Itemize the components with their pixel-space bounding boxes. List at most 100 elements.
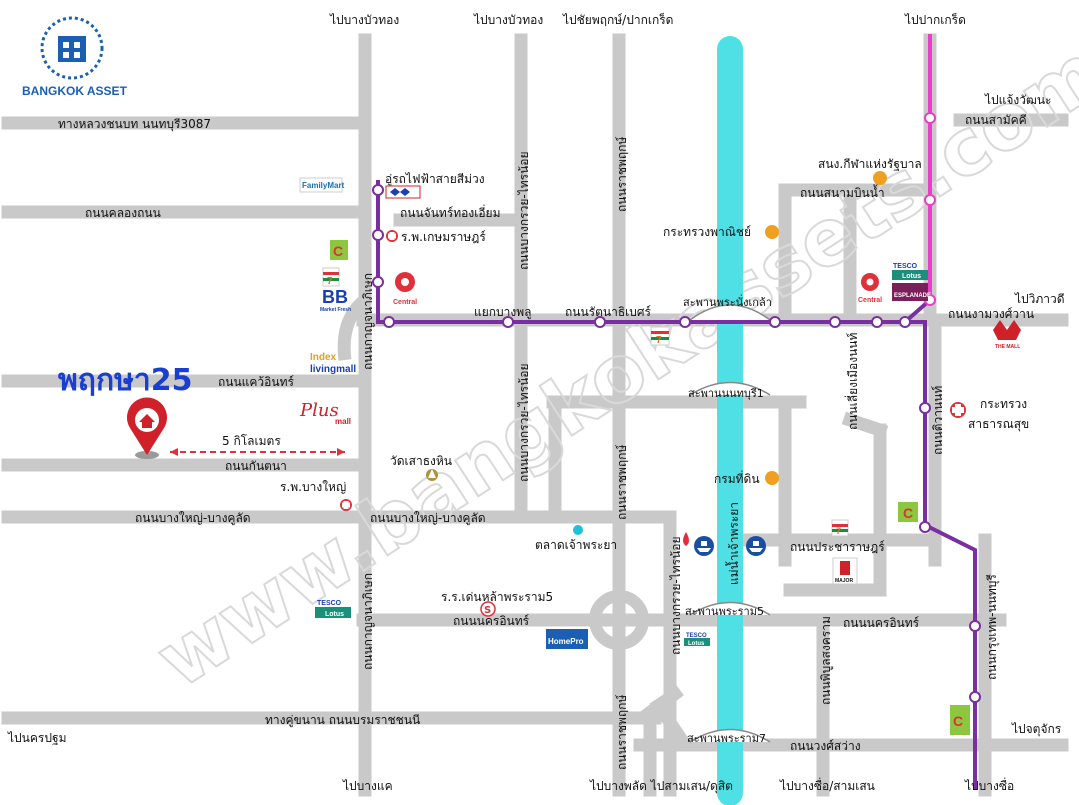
hospital-cross-icon — [340, 499, 352, 511]
svg-text:HomePro: HomePro — [548, 637, 584, 646]
road-khaeinthon: ถนนแคว้อินทร์ — [218, 375, 294, 389]
road-krungthep-nonthaburi: ถนนกรุงเทพ-นนทบุรี — [985, 574, 1000, 680]
tesco-lotus-logo: TESCO Lotus — [684, 633, 710, 647]
road-ratchaphruek-3: ถนนราชพฤกษ์ — [615, 694, 629, 770]
to-nakhonpathom: ไปนครปฐม — [7, 731, 66, 745]
svg-text:TESCO: TESCO — [686, 633, 707, 639]
road-ngamwongwan: ถนนงามวงศ์วาน — [948, 307, 1034, 321]
plusmall-logo: Plus mall — [299, 400, 351, 426]
road-curves — [337, 294, 691, 749]
svg-text:C: C — [333, 243, 343, 259]
road-ratchaphruek-1: ถนนราชพฤกษ์ — [615, 136, 629, 212]
road-kanchanaphisek-1: ถนนกาญจนาภิเษก — [361, 273, 375, 370]
place-denla-school: ร.ร.เด่นหล้าพระราม5 — [441, 590, 553, 604]
road-labels: ไปบางบัวทอง ไปบางบัวทอง ไปชัยพฤกษ์/ปากเก… — [7, 12, 1065, 794]
svg-text:livingmall: livingmall — [310, 364, 356, 375]
orange-dot-icon — [765, 225, 779, 239]
svg-text:Central: Central — [858, 297, 882, 304]
roundabout — [589, 590, 649, 650]
hospital-cross-icon — [950, 402, 966, 418]
road-wongsawang: ถนนวงศ์สว่าง — [790, 739, 861, 753]
school-s-icon: S — [480, 601, 496, 617]
road-klongthanon: ถนนคลองถนน — [85, 206, 161, 220]
boat-pier-icon — [694, 536, 714, 556]
svg-text:THE MALL: THE MALL — [995, 344, 1020, 350]
svg-text:mall: mall — [335, 417, 351, 426]
bridge-rama5 — [689, 601, 771, 616]
road-kanthana: ถนนกันตนา — [225, 459, 287, 473]
seven-eleven-logo: 7 — [322, 267, 340, 287]
place-purple-depot: อู่รถไฟฟ้าสายสีม่วง — [385, 172, 485, 187]
road-nakhonin-w: ถนนนครอินทร์ — [453, 614, 530, 628]
to-chatuchak: ไปจตุจักร — [1011, 722, 1062, 737]
svg-text:MAJOR: MAJOR — [835, 578, 853, 584]
temple-icon — [426, 469, 438, 481]
place-chaophraya-market: ตลาดเจ้าพระยา — [535, 538, 617, 552]
svg-text:Central: Central — [393, 299, 417, 306]
svg-text:Index: Index — [310, 352, 337, 363]
orange-dot-icon — [765, 471, 779, 485]
cyan-dot-icon — [573, 525, 583, 535]
svg-text:Market Fresh: Market Fresh — [320, 307, 351, 313]
road-ratchaphruek-2: ถนนราชพฤกษ์ — [615, 444, 629, 520]
road-liangmuangnon: ถนนเลี่ยงเมืองนนท์ — [844, 332, 860, 430]
project-name: พฤกษา25 — [58, 363, 192, 398]
bridge-pranangklao — [689, 304, 771, 321]
seven-eleven-logo: 7 — [650, 326, 670, 346]
themall-logo: THE MALL — [993, 320, 1021, 350]
svg-text:ESPLANADE: ESPLANADE — [894, 293, 931, 299]
stations — [372, 184, 981, 703]
central-logo: Central — [393, 272, 417, 306]
familymart-logo: FamilyMart — [299, 177, 345, 193]
house-pin-icon — [127, 397, 167, 459]
bigc-logo: C — [330, 240, 348, 260]
place-landdept: กรมที่ดิน — [714, 470, 760, 486]
road-sanambinnam: ถนนสนามบินน้ำ — [800, 184, 885, 200]
road-kanchanaphisek-2: ถนนกาญจนาภิเษก — [361, 573, 375, 670]
to-bangsue-samsen: ไปบางซื่อ/สามเสน — [779, 777, 875, 793]
svg-text:7: 7 — [836, 526, 841, 536]
svg-text:TESCO: TESCO — [893, 263, 918, 270]
seven-eleven-logo: 7 — [831, 519, 849, 537]
to-vibhavadi: ไปวิภาวดี — [1014, 292, 1065, 306]
bridge-pranangklao-label: สะพานพระนั่งเกล้า — [683, 294, 772, 309]
place-health-1: กระทรวง — [980, 397, 1027, 411]
place-health-2: สาธารณสุข — [968, 417, 1029, 432]
road-rattanathibet: ถนนรัตนาธิเบศร์ — [565, 305, 652, 319]
bb-logo: BB Market Fresh — [320, 287, 351, 313]
to-bangsue: ไปบางซื่อ — [964, 777, 1014, 793]
to-bangbuathong-2: ไปบางบัวทอง — [473, 13, 543, 27]
svg-text:7: 7 — [656, 335, 662, 346]
place-commerce: กระทรวงพาณิชย์ — [663, 225, 751, 239]
chao-phraya-river — [717, 36, 743, 805]
orange-dot-icon — [873, 171, 887, 185]
esplanade-logo: ESPLANADE — [892, 283, 931, 301]
bridge-rama7-label: สะพานพระราม7 — [687, 732, 766, 745]
svg-text:FamilyMart: FamilyMart — [302, 181, 345, 190]
bridge-nonthaburi1-label: สะพานนนทบุรี1 — [688, 387, 764, 400]
road-bangyai-bangkhulat-w: ถนนบางใหญ่-บางคูลัด — [135, 511, 251, 526]
svg-text:C: C — [903, 505, 913, 521]
road-chanthongaim: ถนนจันทร์ทองเอี่ยม — [400, 204, 501, 220]
road-kupkhanan: ทางคู่ขนาน ถนนบรมราชชนนี — [265, 713, 420, 728]
major-logo: MAJOR — [832, 557, 858, 585]
purple-depot-logo-icon — [385, 185, 421, 199]
bridges — [689, 304, 771, 743]
hospital-cross-icon — [386, 230, 398, 242]
river-label: แม่น้ำเจ้าพระยา — [725, 502, 741, 585]
to-chaengwattana: ไปแจ้งวัฒนะ — [984, 93, 1052, 107]
place-bangyai-hospital: ร.พ.บางใหญ่ — [280, 480, 346, 494]
to-bangkhae: ไปบางแค — [342, 779, 393, 793]
svg-text:Lotus: Lotus — [902, 273, 921, 280]
distance-label: 5 กิโลเมตร — [222, 434, 281, 448]
road-tiwanon: ถนนติวานนท์ — [931, 386, 945, 455]
to-bangbuathong-1: ไปบางบัวทอง — [329, 13, 399, 27]
road-bangyai-bangkhulat-e: ถนนบางใหญ่-บางคูลัด — [370, 511, 486, 526]
bridge-rama5-label: สะพานพระราม5 — [685, 605, 764, 618]
central-logo: Central — [858, 273, 882, 304]
road-bangkruai-sainoi-1: ถนนบางกรวย-ไทรน้อย — [517, 151, 531, 270]
bridge-nonthaburi1 — [689, 381, 771, 396]
svg-text:BB: BB — [322, 287, 348, 307]
laurel-icon — [40, 16, 104, 80]
